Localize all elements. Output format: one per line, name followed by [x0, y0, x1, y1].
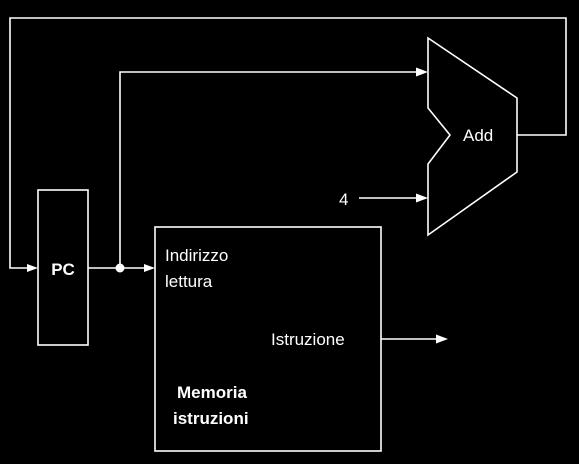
memory-title-line2: istruzioni	[173, 409, 249, 428]
adder-input-b-arrowhead	[416, 193, 428, 203]
memory-title-line1: Memoria	[177, 383, 247, 402]
adder	[427, 36, 518, 237]
pc-label: PC	[51, 260, 75, 279]
pc-to-adder-wire	[119, 71, 417, 268]
read-address-label-line2: lettura	[165, 272, 213, 291]
constant-four: 4	[339, 190, 348, 209]
instruction-output-arrowhead	[436, 334, 448, 344]
read-address-label-line1: Indirizzo	[165, 246, 228, 265]
adder-label: Add	[463, 126, 493, 145]
instruction-output-label: Istruzione	[271, 330, 345, 349]
feedback-wire	[9, 17, 567, 269]
memory-address-arrowhead	[144, 264, 155, 272]
pc-input-arrowhead	[27, 264, 38, 272]
adder-input-a-arrowhead	[416, 67, 428, 77]
